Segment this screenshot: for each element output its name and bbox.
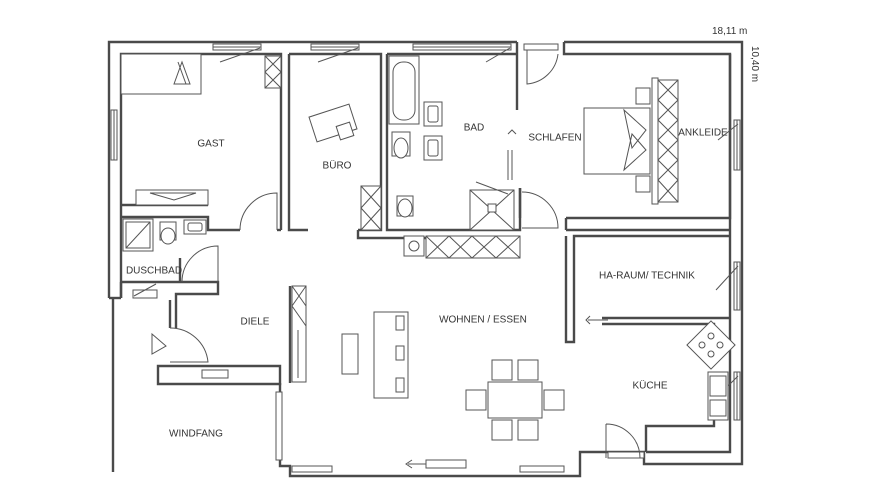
windfang-entrance-marker [151, 332, 167, 355]
bad-toilet-2 [396, 195, 414, 218]
kitchen-cooktop [686, 320, 736, 370]
bad-washbasins [423, 101, 443, 161]
room-label-kueche: KÜCHE [632, 380, 667, 392]
dining-table [465, 359, 565, 441]
gast-sideboard [135, 189, 209, 206]
duschbad-shower [122, 218, 154, 252]
buero-desk [308, 103, 358, 143]
room-label-ankleide: ANKLEIDE [678, 128, 728, 139]
bad-towel-rail [507, 129, 517, 180]
ankleide-wardrobe [651, 77, 679, 205]
bad-shower [469, 181, 515, 231]
kitchen-sink [707, 371, 729, 421]
gast-bed [120, 53, 202, 95]
wohnen-sofa [373, 311, 409, 399]
arrow-markers [405, 315, 608, 469]
wohnen-cabinet-row [403, 235, 521, 259]
room-label-buero: BÜRO [323, 160, 352, 172]
doors [169, 50, 641, 459]
wohnen-coffee-table [341, 333, 359, 375]
width-dimension: 18,11 m [712, 26, 747, 37]
diele-wardrobe [291, 285, 307, 383]
bathtub [388, 55, 420, 125]
room-label-wohnen: WOHNEN / ESSEN [439, 315, 527, 326]
bad-toilet [391, 131, 411, 159]
gast-wardrobe [264, 55, 282, 89]
height-dimension: 10,40 m [749, 46, 760, 82]
buero-shelf [360, 185, 382, 231]
windows [110, 43, 741, 473]
room-label-duschbad: DUSCHBAD [126, 266, 182, 277]
duschbad-washbasin [183, 219, 207, 235]
schlafen-bed [583, 87, 651, 193]
room-label-schlafen: SCHLAFEN [528, 133, 581, 144]
room-label-ha-raum: HA-RAUM/ TECHNIK [599, 271, 695, 282]
duschbad-toilet [159, 221, 177, 245]
room-label-bad: BAD [464, 123, 485, 134]
room-label-gast: GAST [197, 139, 224, 150]
room-label-diele: DIELE [241, 317, 270, 328]
room-label-windfang: WINDFANG [169, 429, 223, 440]
